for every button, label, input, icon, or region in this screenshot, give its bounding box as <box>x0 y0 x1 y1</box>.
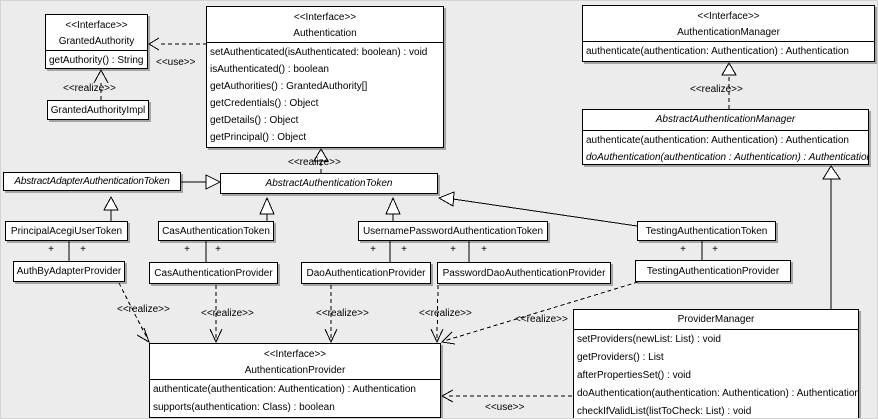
realize-label: <<realize>> <box>316 308 369 319</box>
class-name: CasAuthenticationToken <box>162 226 270 237</box>
class-name: TestingAuthenticationProvider <box>646 266 780 277</box>
use-label: <<use>> <box>485 402 525 413</box>
multiplicity-plus: + <box>80 244 86 255</box>
method: doAuthentication(authentication: Authent… <box>577 388 858 399</box>
use-label: <<use>> <box>156 57 196 68</box>
realize-label: <<realize>> <box>690 84 743 95</box>
multiplicity-plus: + <box>48 244 54 255</box>
multiplicity-plus: + <box>370 244 376 255</box>
edge-gen-casauthenticationtoken <box>259 196 275 221</box>
class-authentication[interactable]: <<Interface>> Authentication setAuthenti… <box>206 6 444 148</box>
realize-label: <<realize>> <box>63 83 116 94</box>
class-name: DaoAuthenticationProvider <box>306 268 426 279</box>
stereotype-label: <<Interface>> <box>263 349 327 360</box>
realize-label: <<realize>> <box>117 304 170 315</box>
class-provider-manager[interactable]: ProviderManager setProviders(newList: Li… <box>573 309 859 418</box>
multiplicity-plus: + <box>215 244 221 255</box>
method: getCredentials() : Object <box>210 98 319 109</box>
edge-gen-abstractadaptertoken <box>181 174 222 190</box>
class-name: GrantedAuthorityImpl <box>50 105 146 116</box>
realize-label: <<realize>> <box>419 308 472 319</box>
class-name: GrantedAuthority <box>58 36 135 47</box>
class-cas-authentication-provider[interactable]: CasAuthenticationProvider <box>149 262 278 284</box>
multiplicity-plus: + <box>401 244 407 255</box>
stereotype-label: <<Interface>> <box>293 12 357 23</box>
edge-gen-principalacegiusertoken <box>103 195 119 221</box>
class-username-password-authentication-token[interactable]: UsernamePasswordAuthenticationToken <box>358 221 548 241</box>
class-testing-authentication-provider[interactable]: TestingAuthenticationProvider <box>635 260 791 282</box>
method: getDetails() : Object <box>210 115 299 126</box>
edge-gen-usernamepasswordtoken <box>385 196 401 221</box>
class-name: TestingAuthenticationToken <box>645 226 768 237</box>
multiplicity-plus: + <box>481 244 487 255</box>
class-principal-acegi-user-token[interactable]: PrincipalAcegiUserToken <box>5 221 128 241</box>
method: setAuthenticated(isAuthenticated: boolea… <box>210 47 428 58</box>
method: getPrincipal() : Object <box>210 132 307 143</box>
class-name: PasswordDaoAuthenticationProvider <box>442 268 606 279</box>
class-authentication-provider[interactable]: <<Interface>> AuthenticationProvider aut… <box>149 343 441 418</box>
class-granted-authority[interactable]: <<Interface>> GrantedAuthority getAuthor… <box>45 14 148 69</box>
class-name: Authentication <box>293 28 357 39</box>
class-abstract-authentication-token[interactable]: AbstractAuthenticationToken <box>220 173 438 194</box>
method: getAuthorities() : GrantedAuthority[] <box>210 81 368 92</box>
multiplicity-plus: + <box>450 244 456 255</box>
edge-gen-providermanager <box>822 165 841 309</box>
class-name: AbstractAdapterAuthenticationToken <box>14 176 170 187</box>
class-dao-authentication-provider[interactable]: DaoAuthenticationProvider <box>301 262 431 284</box>
method: getProviders() : List <box>577 352 664 363</box>
method: authenticate(authentication: Authenticat… <box>586 135 849 146</box>
stereotype-label: <<Interface>> <box>65 20 128 31</box>
class-testing-authentication-token[interactable]: TestingAuthenticationToken <box>637 221 776 241</box>
method: checkIfValidList(listToCheck: List) : vo… <box>577 406 752 417</box>
class-name: PrincipalAcegiUserToken <box>10 226 123 237</box>
realize-label: <<realize>> <box>201 308 254 319</box>
class-name: AuthByAdapterProvider <box>16 266 122 277</box>
class-abstract-adapter-authentication-token[interactable]: AbstractAdapterAuthenticationToken <box>3 172 181 191</box>
method: getAuthority() : String <box>49 55 144 66</box>
method: authenticate(authentication: Authenticat… <box>586 46 849 57</box>
class-auth-by-adapter-provider[interactable]: AuthByAdapterProvider <box>13 261 125 282</box>
class-name: UsernamePasswordAuthenticationToken <box>362 226 544 237</box>
stereotype-label: <<Interface>> <box>697 11 760 22</box>
method: afterPropertiesSet() : void <box>577 370 691 381</box>
multiplicity-plus: + <box>680 244 686 255</box>
class-name: AbstractAuthenticationManager <box>583 110 868 131</box>
realize-label: <<realize>> <box>515 314 568 325</box>
multiplicity-plus: + <box>712 244 718 255</box>
class-abstract-authentication-manager[interactable]: AbstractAuthenticationManager authentica… <box>582 109 869 165</box>
edge-use-authentication-grantedauthority <box>148 37 207 51</box>
method: authenticate(authentication: Authenticat… <box>153 384 416 395</box>
method: isAuthenticated() : boolean <box>210 64 329 75</box>
class-cas-authentication-token[interactable]: CasAuthenticationToken <box>158 221 274 241</box>
class-name: AuthenticationManager <box>677 27 780 38</box>
class-password-dao-authentication-provider[interactable]: PasswordDaoAuthenticationProvider <box>437 262 611 284</box>
class-authentication-manager[interactable]: <<Interface>> AuthenticationManager auth… <box>582 5 875 62</box>
multiplicity-plus: + <box>184 244 190 255</box>
class-name: ProviderManager <box>574 310 858 330</box>
realize-label: <<realize>> <box>288 157 341 168</box>
class-granted-authority-impl[interactable]: GrantedAuthorityImpl <box>47 100 149 120</box>
class-name: CasAuthenticationProvider <box>154 268 273 279</box>
method-abstract: doAuthentication(authentication : Authen… <box>586 152 868 163</box>
method: setProviders(newList: List) : void <box>577 334 721 345</box>
class-name: AuthenticationProvider <box>244 365 346 376</box>
edge-use-providermanager <box>440 389 572 403</box>
method: supports(authentication: Class) : boolea… <box>153 402 335 413</box>
class-name: AbstractAuthenticationToken <box>265 178 393 189</box>
